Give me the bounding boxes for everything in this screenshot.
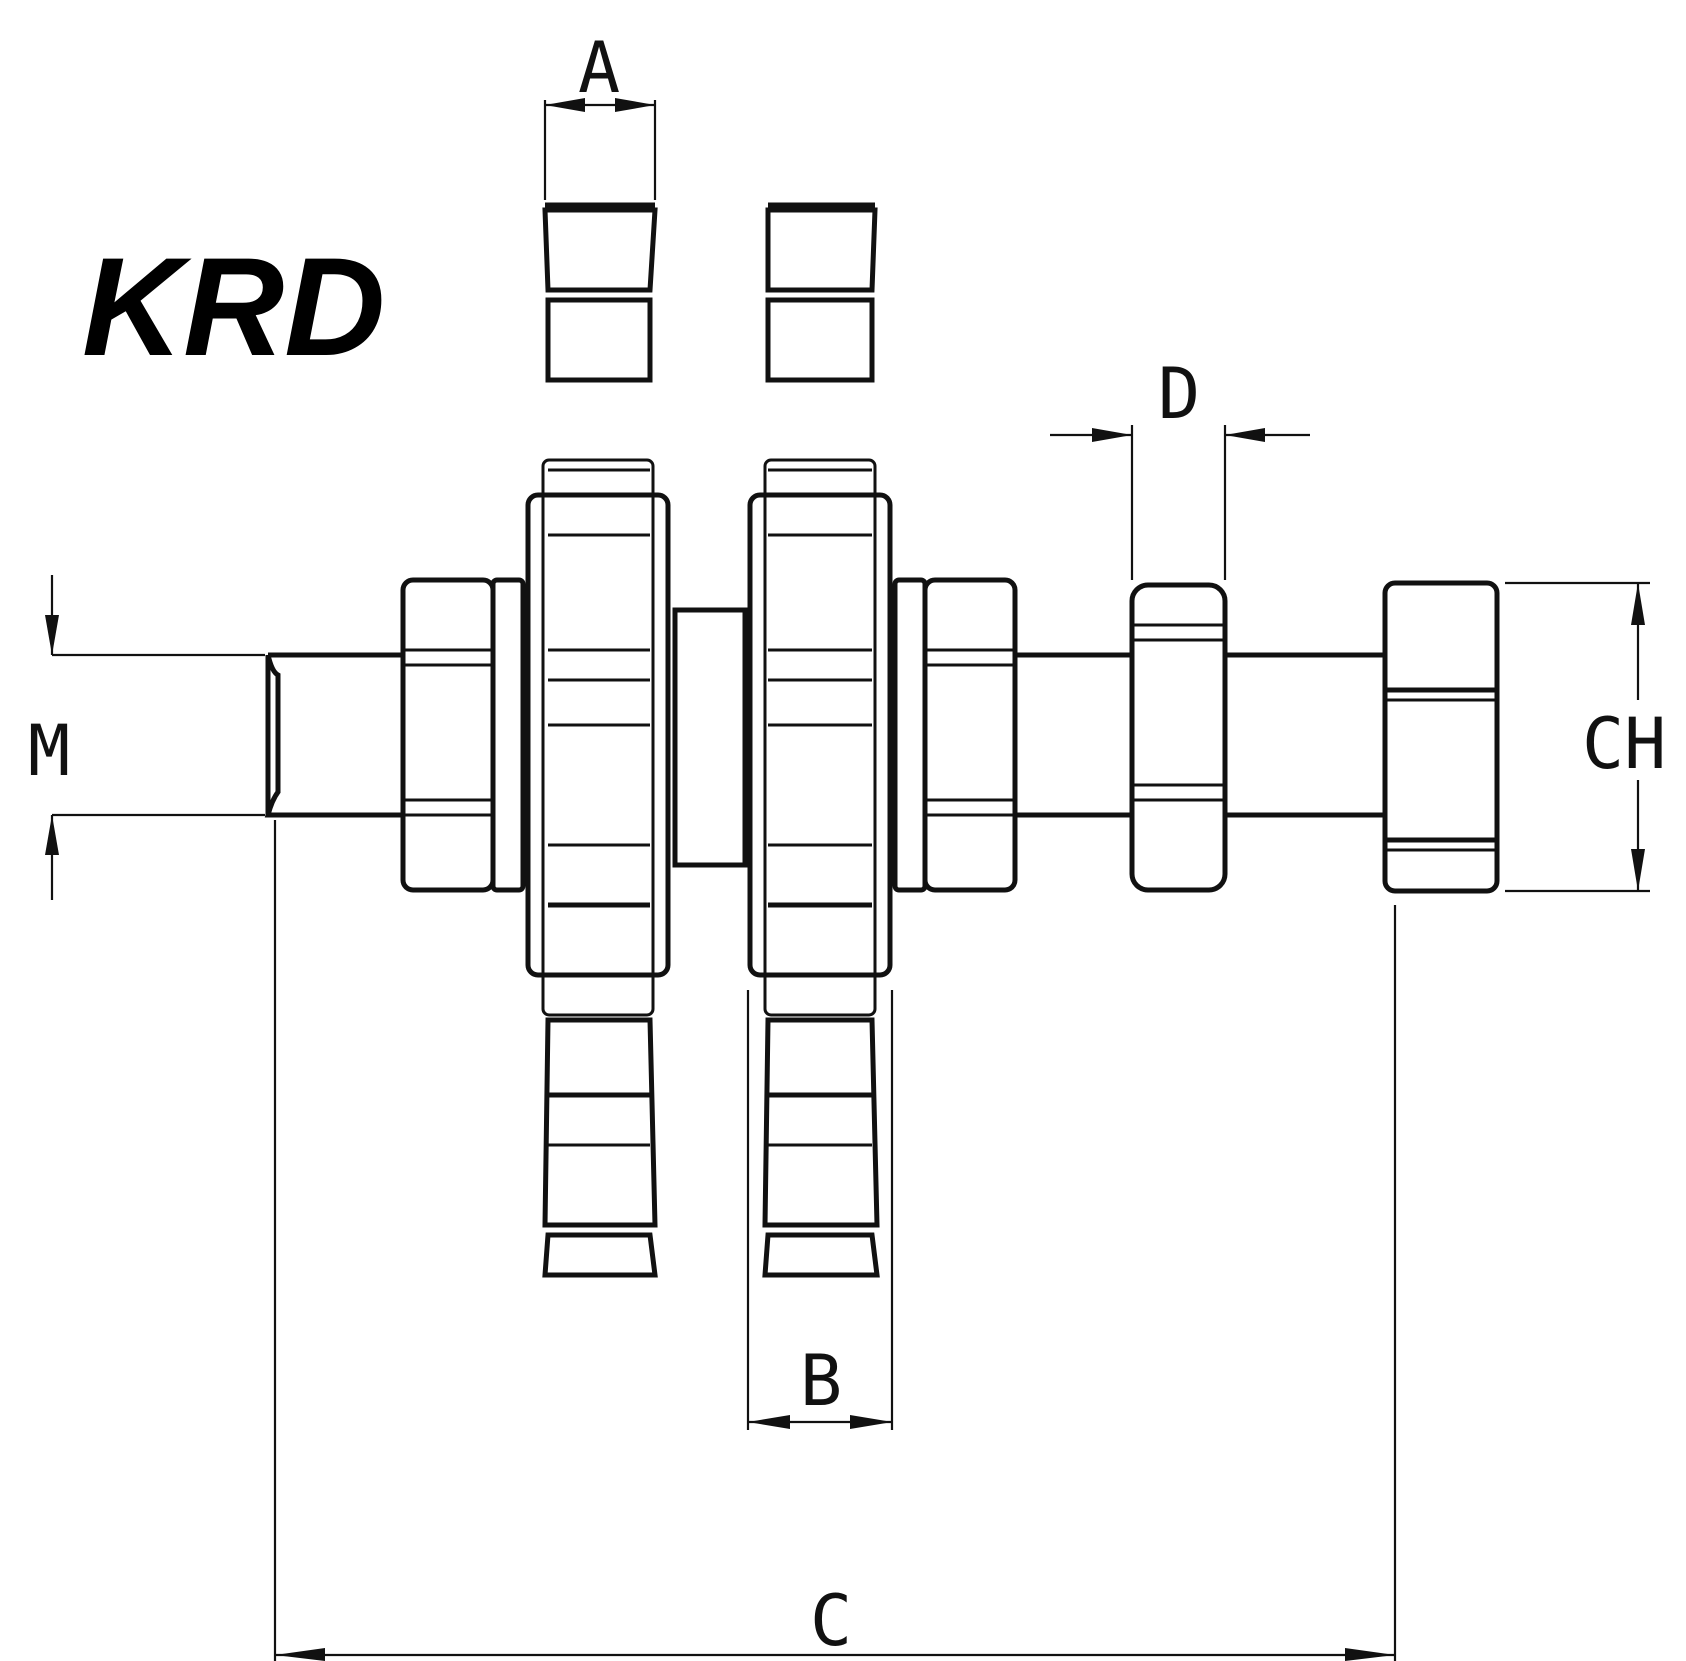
- label-m: M: [28, 710, 70, 792]
- shaft: [264, 652, 1385, 818]
- model-title: KRD: [82, 228, 385, 385]
- dimension-a: A: [543, 27, 657, 200]
- left-hex-nut: [400, 577, 526, 893]
- sprocket-1: [525, 202, 671, 1278]
- label-a: A: [578, 27, 620, 109]
- dimension-m: M: [28, 575, 265, 900]
- label-d: D: [1158, 353, 1200, 435]
- dimension-b: B: [746, 990, 894, 1430]
- label-c: C: [810, 1580, 852, 1661]
- sprocket-2: [747, 202, 893, 1278]
- label-b: B: [800, 1340, 842, 1422]
- center-spacer: [672, 607, 748, 868]
- lock-nut: [1129, 582, 1228, 893]
- dimension-ch: CH: [1505, 581, 1666, 893]
- dimension-d: D: [1050, 353, 1310, 580]
- dimension-c: C: [273, 820, 1397, 1661]
- right-hex-nut: [892, 577, 1018, 893]
- label-ch: CH: [1582, 703, 1666, 785]
- hex-head: [1382, 580, 1500, 894]
